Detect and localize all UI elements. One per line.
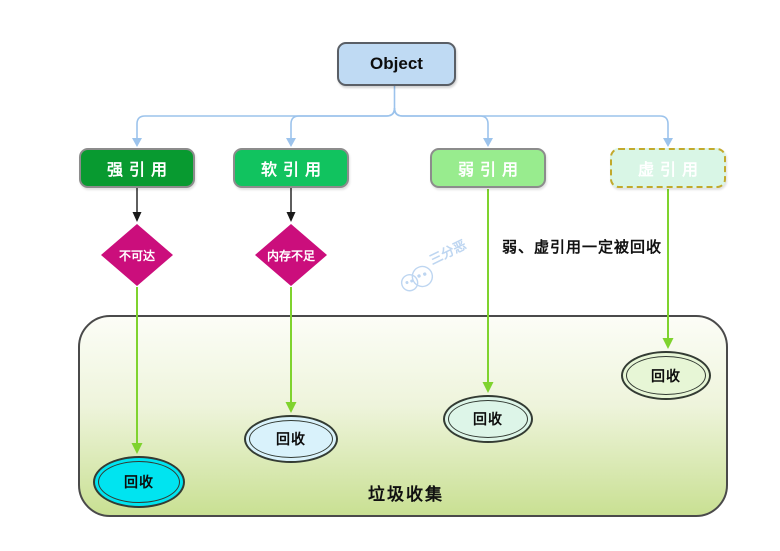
gc-container-label: 垃圾收集 bbox=[368, 485, 444, 504]
object-branch-connector bbox=[136, 82, 669, 139]
gc-container[interactable] bbox=[78, 315, 728, 517]
note-weak-phantom-always-collected: 弱、虚引用一定被回收 bbox=[502, 239, 663, 256]
recycle-node-strong[interactable]: 回收 bbox=[93, 456, 185, 508]
watermark-bubble-icon bbox=[400, 274, 419, 292]
node-weak-reference[interactable]: 弱引用 bbox=[430, 148, 546, 188]
condition-unreachable[interactable]: 不可达 bbox=[101, 224, 173, 286]
recycle-node-soft[interactable]: 回收 bbox=[244, 415, 338, 463]
watermark-text: 三分恶 bbox=[427, 237, 469, 268]
node-phantom-reference[interactable]: 虚引用 bbox=[610, 148, 726, 188]
node-strong-reference[interactable]: 强引用 bbox=[79, 148, 195, 188]
node-soft-reference[interactable]: 软引用 bbox=[233, 148, 349, 188]
condition-out-of-memory[interactable]: 内存不足 bbox=[255, 224, 327, 286]
node-object[interactable]: Object bbox=[337, 42, 456, 86]
blue-arrowhead-icon bbox=[132, 138, 673, 147]
watermark: 三分恶 bbox=[400, 237, 469, 292]
recycle-node-weak[interactable]: 回收 bbox=[443, 395, 533, 443]
condition-arrow bbox=[136, 188, 292, 213]
recycle-node-phantom[interactable]: 回收 bbox=[621, 351, 711, 400]
watermark-bubble-icon bbox=[411, 265, 434, 288]
black-arrowhead-icon bbox=[132, 212, 296, 222]
